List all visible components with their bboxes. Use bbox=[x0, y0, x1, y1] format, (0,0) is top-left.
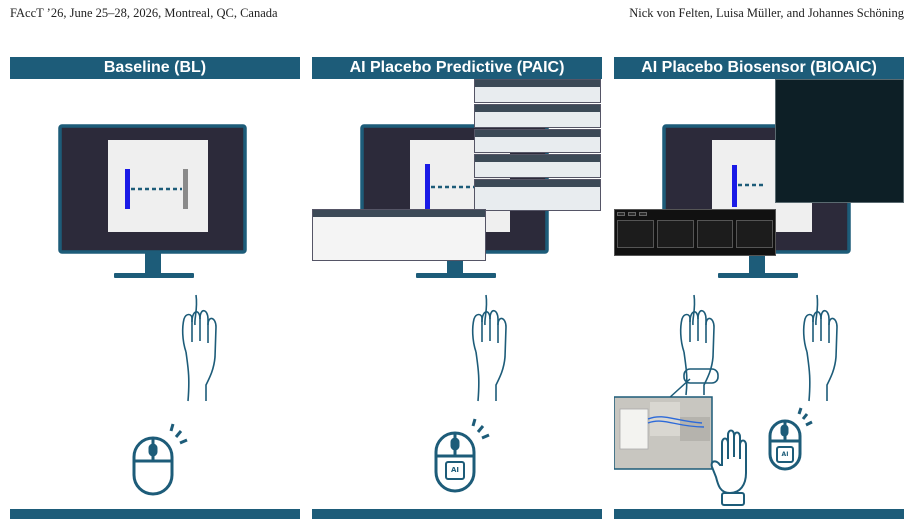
biosensor-dashboard bbox=[614, 209, 776, 256]
sensor-photo bbox=[614, 378, 713, 470]
panel-title: AI Placebo Predictive (PAIC) bbox=[312, 57, 602, 79]
ai-chip-badge: AI bbox=[450, 466, 460, 474]
settings-dialog bbox=[312, 209, 486, 261]
biosensor-terminal bbox=[775, 79, 904, 203]
running-header-right: Nick von Felten, Luisa Müller, and Johan… bbox=[629, 6, 904, 20]
hand-icon bbox=[181, 294, 217, 402]
hand-icon-left bbox=[679, 294, 719, 396]
hand-icon-right bbox=[802, 294, 838, 402]
ai-mouse-icon bbox=[434, 418, 490, 493]
inference-window-1 bbox=[474, 79, 601, 103]
panel-footer-bar bbox=[614, 509, 904, 519]
inference-window-5 bbox=[474, 179, 601, 211]
baseline-illustration bbox=[58, 124, 247, 496]
inference-window-3 bbox=[474, 129, 601, 153]
mouse-icon bbox=[132, 423, 188, 496]
ai-chip-badge: AI bbox=[781, 451, 789, 458]
inference-window-4 bbox=[474, 154, 601, 178]
panel-footer-bar bbox=[312, 509, 602, 519]
panel-ai-placebo-predictive: AI Placebo Predictive (PAIC) bbox=[312, 57, 602, 519]
panel-footer-bar bbox=[10, 509, 300, 519]
panel-title: Baseline (BL) bbox=[10, 57, 300, 79]
hand-icon bbox=[471, 294, 507, 402]
gloved-hand-icon bbox=[710, 429, 747, 506]
ai-mouse-icon bbox=[768, 407, 813, 471]
panel-ai-placebo-biosensor: AI Placebo Biosensor (BIOAIC) bbox=[614, 57, 904, 519]
monitor-icon bbox=[58, 124, 247, 278]
panel-baseline: Baseline (BL) bbox=[10, 57, 300, 519]
running-header-left: FAccT ’26, June 25–28, 2026, Montreal, Q… bbox=[10, 6, 278, 20]
inference-window-2 bbox=[474, 104, 601, 128]
panel-title: AI Placebo Biosensor (BIOAIC) bbox=[614, 57, 904, 79]
